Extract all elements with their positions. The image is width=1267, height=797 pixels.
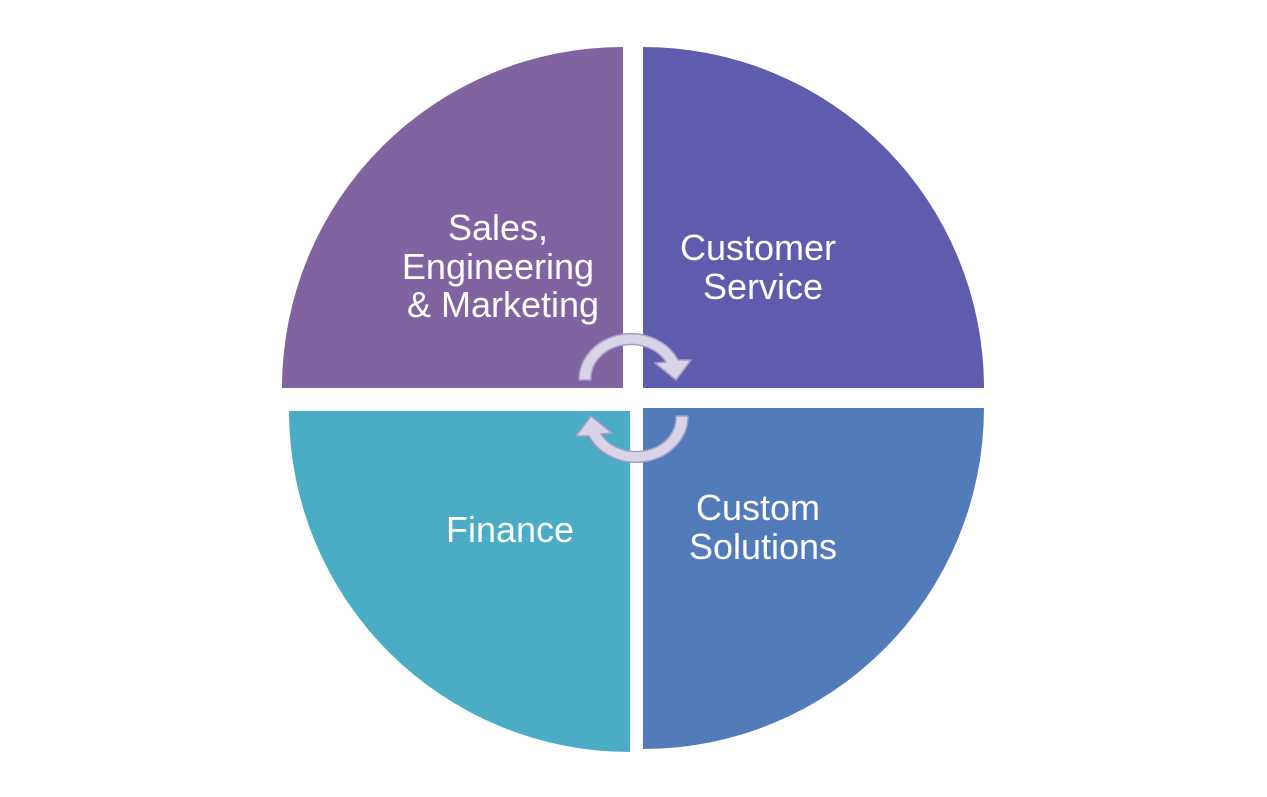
- segment-custom-solutions: [643, 408, 984, 749]
- segment-label-sales-engineering-marketing: Sales, Engineering & Marketing: [402, 207, 604, 325]
- segment-label-custom-solutions: Custom Solutions: [689, 487, 837, 567]
- segment-sales-engineering-marketing: [282, 47, 623, 388]
- segment-finance: [289, 411, 630, 752]
- cycle-arrow-bottom-icon: [575, 415, 689, 464]
- segment-customer-service: [643, 47, 984, 388]
- segment-label-customer-service: Customer Service: [680, 227, 846, 307]
- segment-label-finance: Finance: [446, 509, 574, 550]
- cycle-arrow-top-icon: [578, 332, 692, 381]
